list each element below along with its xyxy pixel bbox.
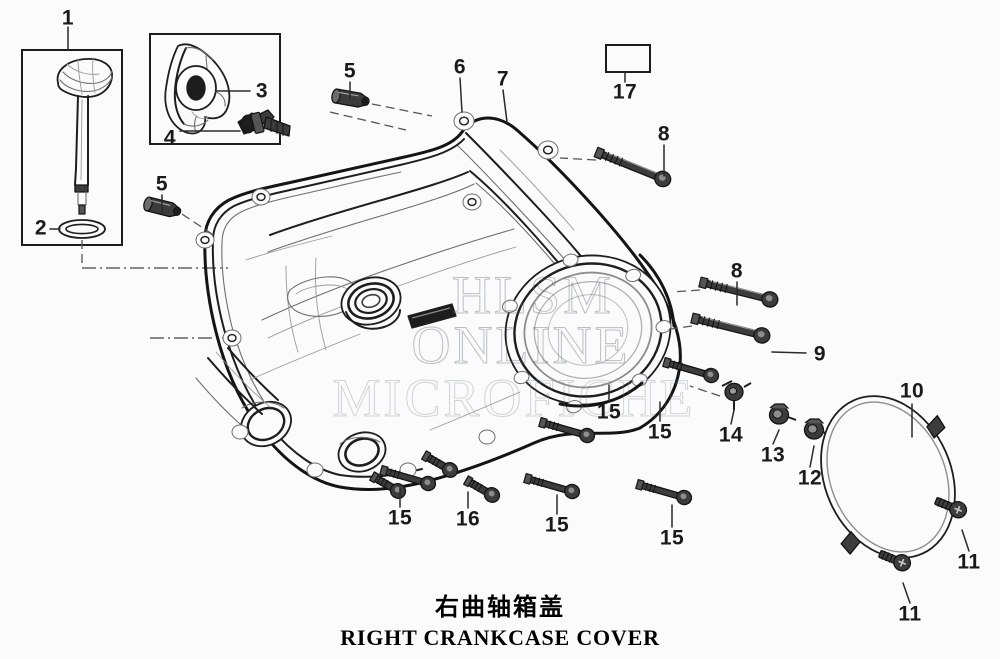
callout-16: 16 [455, 507, 481, 531]
callout-1: 1 [61, 6, 75, 30]
callout-15-b: 15 [647, 420, 673, 444]
callout-11-b: 11 [898, 602, 922, 626]
oil-dipstick-detail-box [21, 26, 123, 268]
part-17-blank-box [605, 44, 651, 83]
callout-7: 7 [496, 67, 510, 91]
callout-12: 12 [797, 466, 823, 490]
callout-15-c: 15 [387, 506, 413, 530]
bolt-9 [689, 309, 773, 346]
bolt-16-a [419, 448, 461, 481]
leader-lines [161, 77, 970, 604]
callout-4: 4 [163, 126, 177, 150]
bolt-15-a [661, 354, 721, 385]
callout-2: 2 [34, 216, 48, 240]
callout-8-b: 8 [730, 259, 744, 283]
callout-14: 14 [718, 423, 744, 447]
title-english: RIGHT CRANKCASE COVER [340, 624, 660, 650]
callout-5-b: 5 [155, 172, 169, 196]
bolt-15-d [522, 470, 582, 501]
inspection-cover-plate [820, 395, 956, 559]
callout-13: 13 [760, 443, 786, 467]
callout-8-a: 8 [657, 122, 671, 146]
callout-9: 9 [813, 342, 827, 366]
callout-15-d: 15 [544, 513, 570, 537]
callout-3: 3 [255, 79, 269, 103]
title-block: 右曲轴箱盖 RIGHT CRANKCASE COVER [0, 592, 1000, 651]
callout-15-e: 15 [659, 526, 685, 550]
bolt-15-b [537, 414, 597, 445]
bolt-15-e [634, 476, 694, 507]
clutch-lever-detail-box [149, 33, 291, 145]
fitting-13 [768, 403, 797, 425]
bolt-8-a [592, 144, 674, 190]
callout-15-a: 15 [596, 400, 622, 424]
right-crankcase-cover-body [195, 111, 682, 491]
callout-17: 17 [612, 80, 638, 104]
title-chinese: 右曲轴箱盖 [435, 592, 565, 621]
callout-11-a: 11 [957, 550, 981, 574]
callout-10: 10 [899, 379, 925, 403]
dowel-14-part [721, 380, 752, 411]
callout-5-a: 5 [343, 59, 357, 83]
callout-6: 6 [453, 55, 467, 79]
